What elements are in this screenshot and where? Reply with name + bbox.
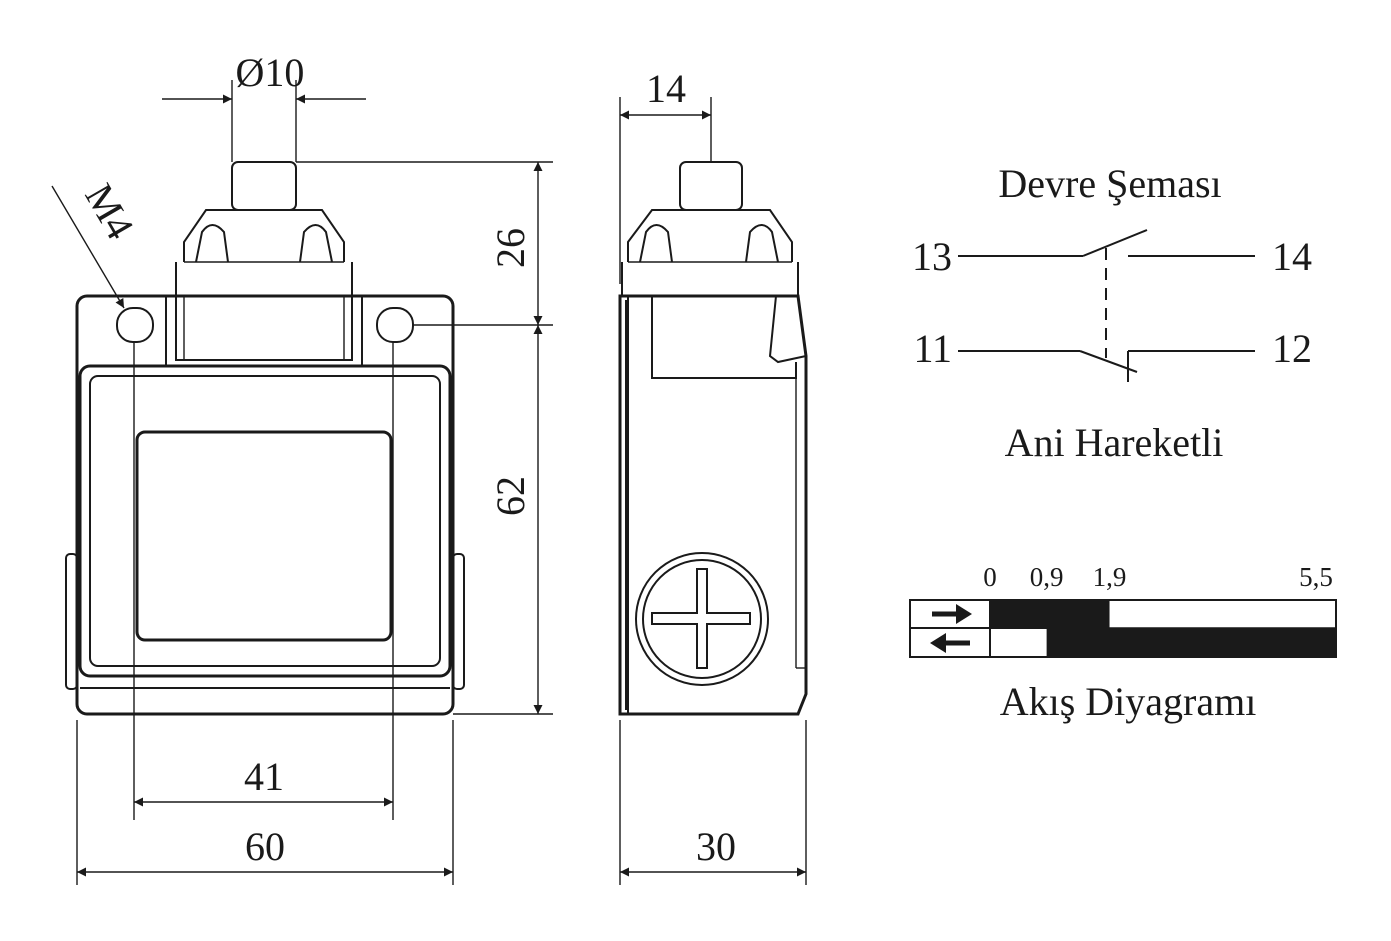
flow-diagram: 0 0,9 1,9 5,5 Akış Diyagramı	[909, 562, 1337, 724]
no-contact-blade	[1082, 229, 1148, 257]
terminal-13: 13	[912, 234, 952, 279]
terminal-14: 14	[1272, 234, 1312, 279]
side-plunger	[679, 161, 743, 211]
mounting-hole-right	[376, 307, 414, 343]
mounting-hole-left	[116, 307, 154, 343]
flow-bar-return	[1046, 628, 1336, 657]
circuit-diagram: Devre Şeması 13 14 11 12 Ani Hareketli	[912, 161, 1312, 465]
front-label-window	[135, 430, 393, 642]
front-plunger	[231, 161, 297, 211]
dim-plunger-offset: 14	[646, 66, 686, 111]
screw-cross-slot	[651, 568, 751, 669]
flow-tick-label: 0	[983, 562, 997, 592]
dim-depth: 30	[696, 824, 736, 869]
front-view: Ø10 26 62 41 60 M4	[51, 50, 553, 885]
flow-tick-label: 5,5	[1299, 562, 1333, 592]
dim-top-height: 26	[488, 228, 533, 268]
return-arrow-icon	[930, 633, 970, 653]
dim-diameter: Ø10	[236, 50, 305, 95]
circuit-title: Devre Şeması	[998, 161, 1221, 206]
dim-width: 60	[245, 824, 285, 869]
flow-tick-label: 0,9	[1030, 562, 1064, 592]
terminal-11: 11	[913, 326, 952, 371]
side-view: 14 30	[618, 66, 808, 885]
terminal-12: 12	[1272, 326, 1312, 371]
side-screw-head	[635, 552, 769, 686]
dim-thread: M4	[76, 176, 143, 247]
flow-tick-label: 1,9	[1093, 562, 1127, 592]
dim-hole-spacing: 41	[244, 754, 284, 799]
flow-bar-forward	[990, 600, 1110, 629]
forward-arrow-icon	[932, 604, 972, 624]
circuit-caption: Ani Hareketli	[1005, 420, 1224, 465]
side-body	[618, 294, 808, 716]
front-cover	[78, 364, 452, 678]
dim-body-height: 62	[488, 476, 533, 516]
front-body	[75, 294, 455, 716]
flow-diagram-title: Akış Diyagramı	[1000, 679, 1257, 724]
front-guide-head	[183, 209, 345, 262]
